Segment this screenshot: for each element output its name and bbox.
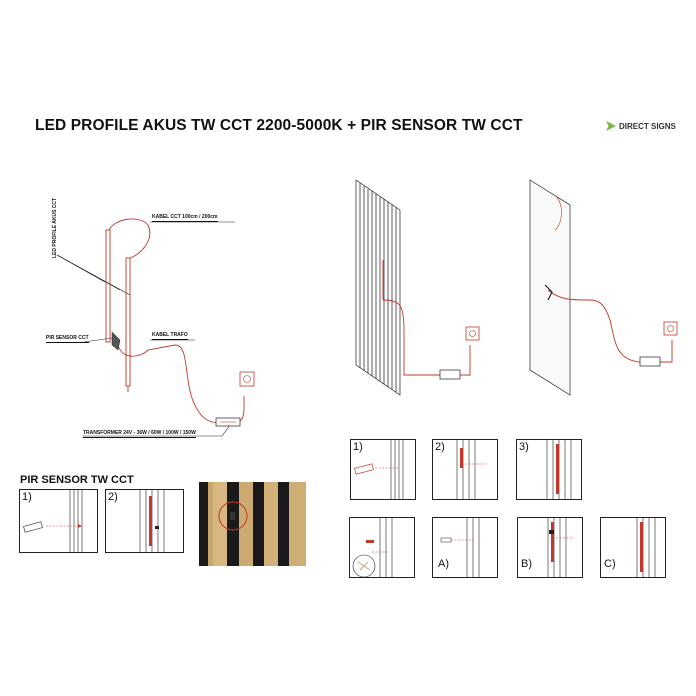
label-kabel-cct: KABEL CCT 100cm / 200cm <box>152 214 218 222</box>
page-title: LED PROFILE AKUS TW CCT 2200-5000K + PIR… <box>35 117 523 134</box>
label-led-profile: LED PROFILE AKUS CCT <box>52 197 58 258</box>
sensor-photo-drawing <box>199 482 306 566</box>
install-step-1-label: 1) <box>353 441 363 453</box>
label-kabel-trafo: KABEL TRAFO <box>152 332 188 340</box>
logo-text: DIRECT SIGNS <box>619 121 676 131</box>
panel2-cable <box>547 289 673 363</box>
slat-wall-panel <box>355 179 401 396</box>
install-step-a0-drawing <box>352 518 393 577</box>
panel1-cable <box>382 260 471 376</box>
label-pir-sensor: PIR SENSOR CCT <box>46 335 89 343</box>
install-step-2-drawing <box>456 440 487 499</box>
sensor-photo <box>199 482 306 566</box>
install-step-c-drawing <box>636 518 656 577</box>
panel2-sensor <box>544 284 553 301</box>
install-step-1-drawing <box>354 440 404 499</box>
leader-lines <box>56 221 235 437</box>
panel1-socket <box>465 326 480 341</box>
logo-arrow-icon <box>606 121 616 131</box>
led-profiles <box>105 218 245 425</box>
panel2-socket <box>663 321 678 336</box>
install-step-3-label: 3) <box>519 441 529 453</box>
install-step-2-panel <box>432 439 498 500</box>
install-step-a0-panel <box>349 517 415 578</box>
pir-section-title: PIR SENSOR TW CCT <box>20 474 134 486</box>
pir-sensor-shape <box>111 331 121 351</box>
install-step-c-panel <box>600 517 666 578</box>
label-transformer: TRANSFORMER 24V - 36W / 60W / 100W / 150… <box>83 430 196 438</box>
install-step-2-label: 2) <box>435 441 445 453</box>
install-step-a-panel <box>432 517 498 578</box>
pir-step-2-drawing <box>139 490 165 552</box>
pir-step-1-drawing <box>23 490 83 552</box>
install-step-3-drawing <box>546 440 572 499</box>
panel1-transformer <box>439 369 461 380</box>
install-step-a-label: A) <box>438 558 449 570</box>
install-step-b-panel <box>517 517 583 578</box>
pir-step-2-panel <box>105 489 184 553</box>
install-step-1-panel <box>350 439 416 500</box>
install-step-a-drawing <box>440 518 480 577</box>
panel2-transformer <box>639 356 661 367</box>
install-step-b-label: B) <box>521 558 532 570</box>
power-socket <box>239 371 255 387</box>
install-step-b-drawing <box>547 518 574 577</box>
brand-logo: DIRECT SIGNS <box>606 121 676 131</box>
flat-wall-panel <box>529 179 571 396</box>
pir-step-2-label: 2) <box>108 491 118 503</box>
install-step-3-panel <box>516 439 582 500</box>
pir-step-1-label: 1) <box>22 491 32 503</box>
install-step-c-label: C) <box>604 558 616 570</box>
pir-step-1-panel <box>19 489 98 553</box>
